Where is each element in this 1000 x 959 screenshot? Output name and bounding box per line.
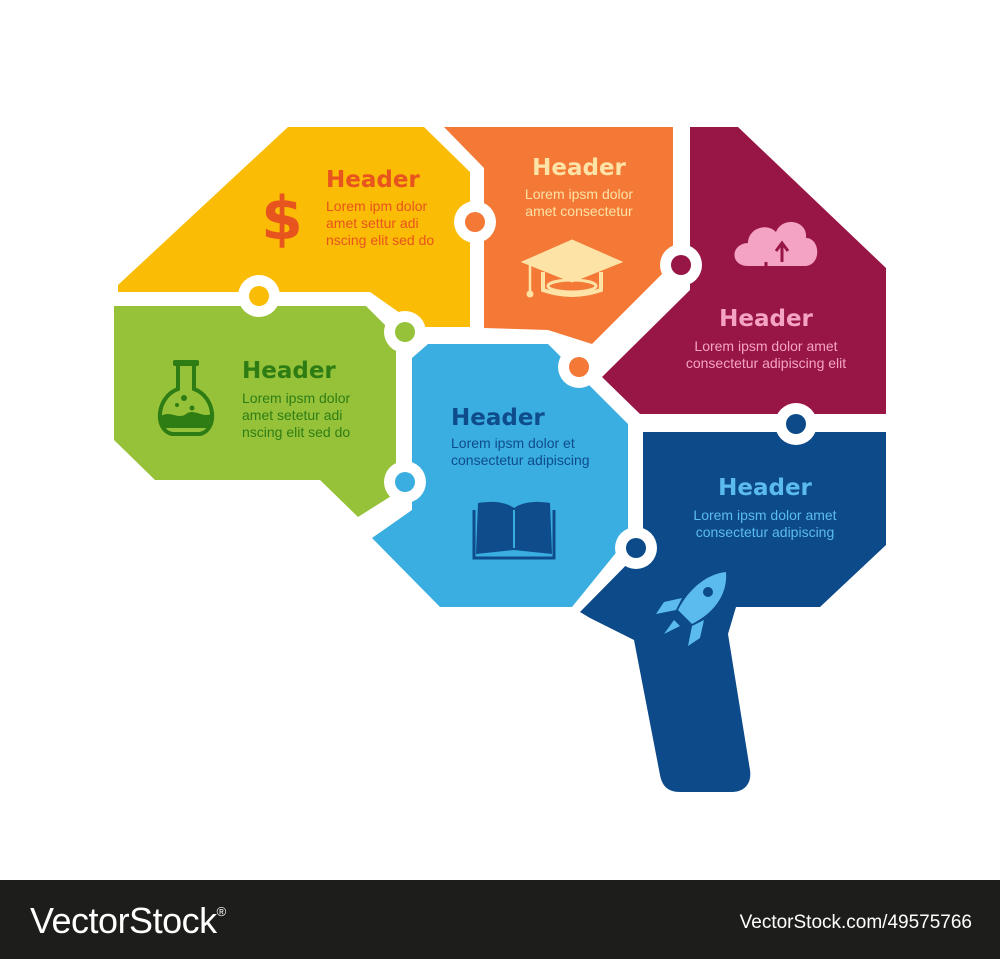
rocket-icon bbox=[656, 572, 727, 646]
footer-trademark: ® bbox=[216, 904, 227, 919]
graduation-cap-icon bbox=[520, 239, 624, 298]
connector-node-orange-sky bbox=[558, 346, 600, 388]
panel-yellow-shape bbox=[118, 127, 470, 327]
dollar-icon: $ bbox=[261, 184, 303, 254]
panel-green: Header Lorem ipsm dolor amet setetur adi… bbox=[114, 306, 396, 517]
panel-green-body-line-3: nscing elit sed do bbox=[242, 424, 350, 440]
panel-yellow-body-line-3: nscing elit sed do bbox=[326, 232, 434, 248]
book-icon bbox=[472, 501, 556, 560]
panel-yellow-header: Header bbox=[326, 167, 420, 193]
panel-yellow-body-line-2: amet settur adi bbox=[326, 215, 419, 231]
panel-yellow: $ Header Lorem ipm dolor amet settur adi… bbox=[118, 127, 470, 327]
panel-maroon-header: Header bbox=[719, 306, 813, 332]
cloud-upload-icon bbox=[734, 221, 818, 284]
panel-sky-header: Header bbox=[451, 405, 545, 431]
connector-node-maroon-navy bbox=[775, 403, 817, 445]
panel-navy: Header Lorem ipsm dolor amet consectetur… bbox=[580, 432, 886, 792]
flask-icon bbox=[157, 360, 215, 436]
connector-node-sky-green bbox=[384, 461, 426, 503]
panel-orange-header: Header bbox=[532, 155, 626, 181]
panel-maroon: Header Lorem ipsm dolor amet consectetur… bbox=[602, 127, 886, 414]
panel-sky: Header Lorem ipsm dolor et consectetur a… bbox=[372, 344, 628, 607]
panel-maroon-shape bbox=[602, 127, 886, 414]
panel-green-header: Header bbox=[242, 358, 336, 384]
panel-navy-body-line-1: Lorem ipsm dolor amet bbox=[693, 507, 836, 523]
panel-maroon-body-line-2: consectetur adipiscing elit bbox=[686, 355, 846, 371]
connector-node-green-sky bbox=[384, 311, 426, 353]
footer-bar: VectorStock® VectorStock.com/49575766 bbox=[0, 880, 1000, 959]
svg-text:$: $ bbox=[261, 184, 303, 254]
connector-node-sky-navy bbox=[615, 527, 657, 569]
panel-green-body-line-1: Lorem ipsm dolor bbox=[242, 390, 350, 406]
panel-orange-shape bbox=[444, 127, 673, 344]
panel-sky-shape bbox=[372, 344, 628, 607]
panel-orange-body-line-1: Lorem ipsm dolor bbox=[525, 186, 633, 202]
panel-navy-body-line-2: consectetur adipiscing bbox=[696, 524, 835, 540]
panel-green-body-line-2: amet setetur adi bbox=[242, 407, 342, 423]
panel-sky-body-line-2: consectetur adipiscing bbox=[451, 452, 590, 468]
panel-maroon-body-line-1: Lorem ipsm dolor amet bbox=[694, 338, 837, 354]
panel-sky-body-line-1: Lorem ipsm dolor et bbox=[451, 435, 575, 451]
panel-navy-header: Header bbox=[718, 475, 812, 501]
panel-yellow-body-line-1: Lorem ipm dolor bbox=[326, 198, 427, 214]
panel-orange: Header Lorem ipsm dolor amet consectetur bbox=[444, 127, 673, 344]
footer-site: VectorStock.com/49575766 bbox=[739, 912, 972, 933]
connector-node-yellow-orange bbox=[454, 201, 496, 243]
connector-node-yellow-green bbox=[238, 275, 280, 317]
footer-brand: VectorStock® bbox=[30, 900, 226, 942]
panel-navy-shape bbox=[580, 432, 886, 792]
panel-green-shape bbox=[114, 306, 396, 517]
panel-orange-body-line-2: amet consectetur bbox=[525, 203, 633, 219]
connector-node-orange-maroon bbox=[660, 244, 702, 286]
footer-brand-text: VectorStock bbox=[30, 900, 217, 941]
connector-nodes bbox=[238, 201, 817, 569]
brain-infographic: $ Header Lorem ipm dolor amet settur adi… bbox=[114, 127, 886, 792]
